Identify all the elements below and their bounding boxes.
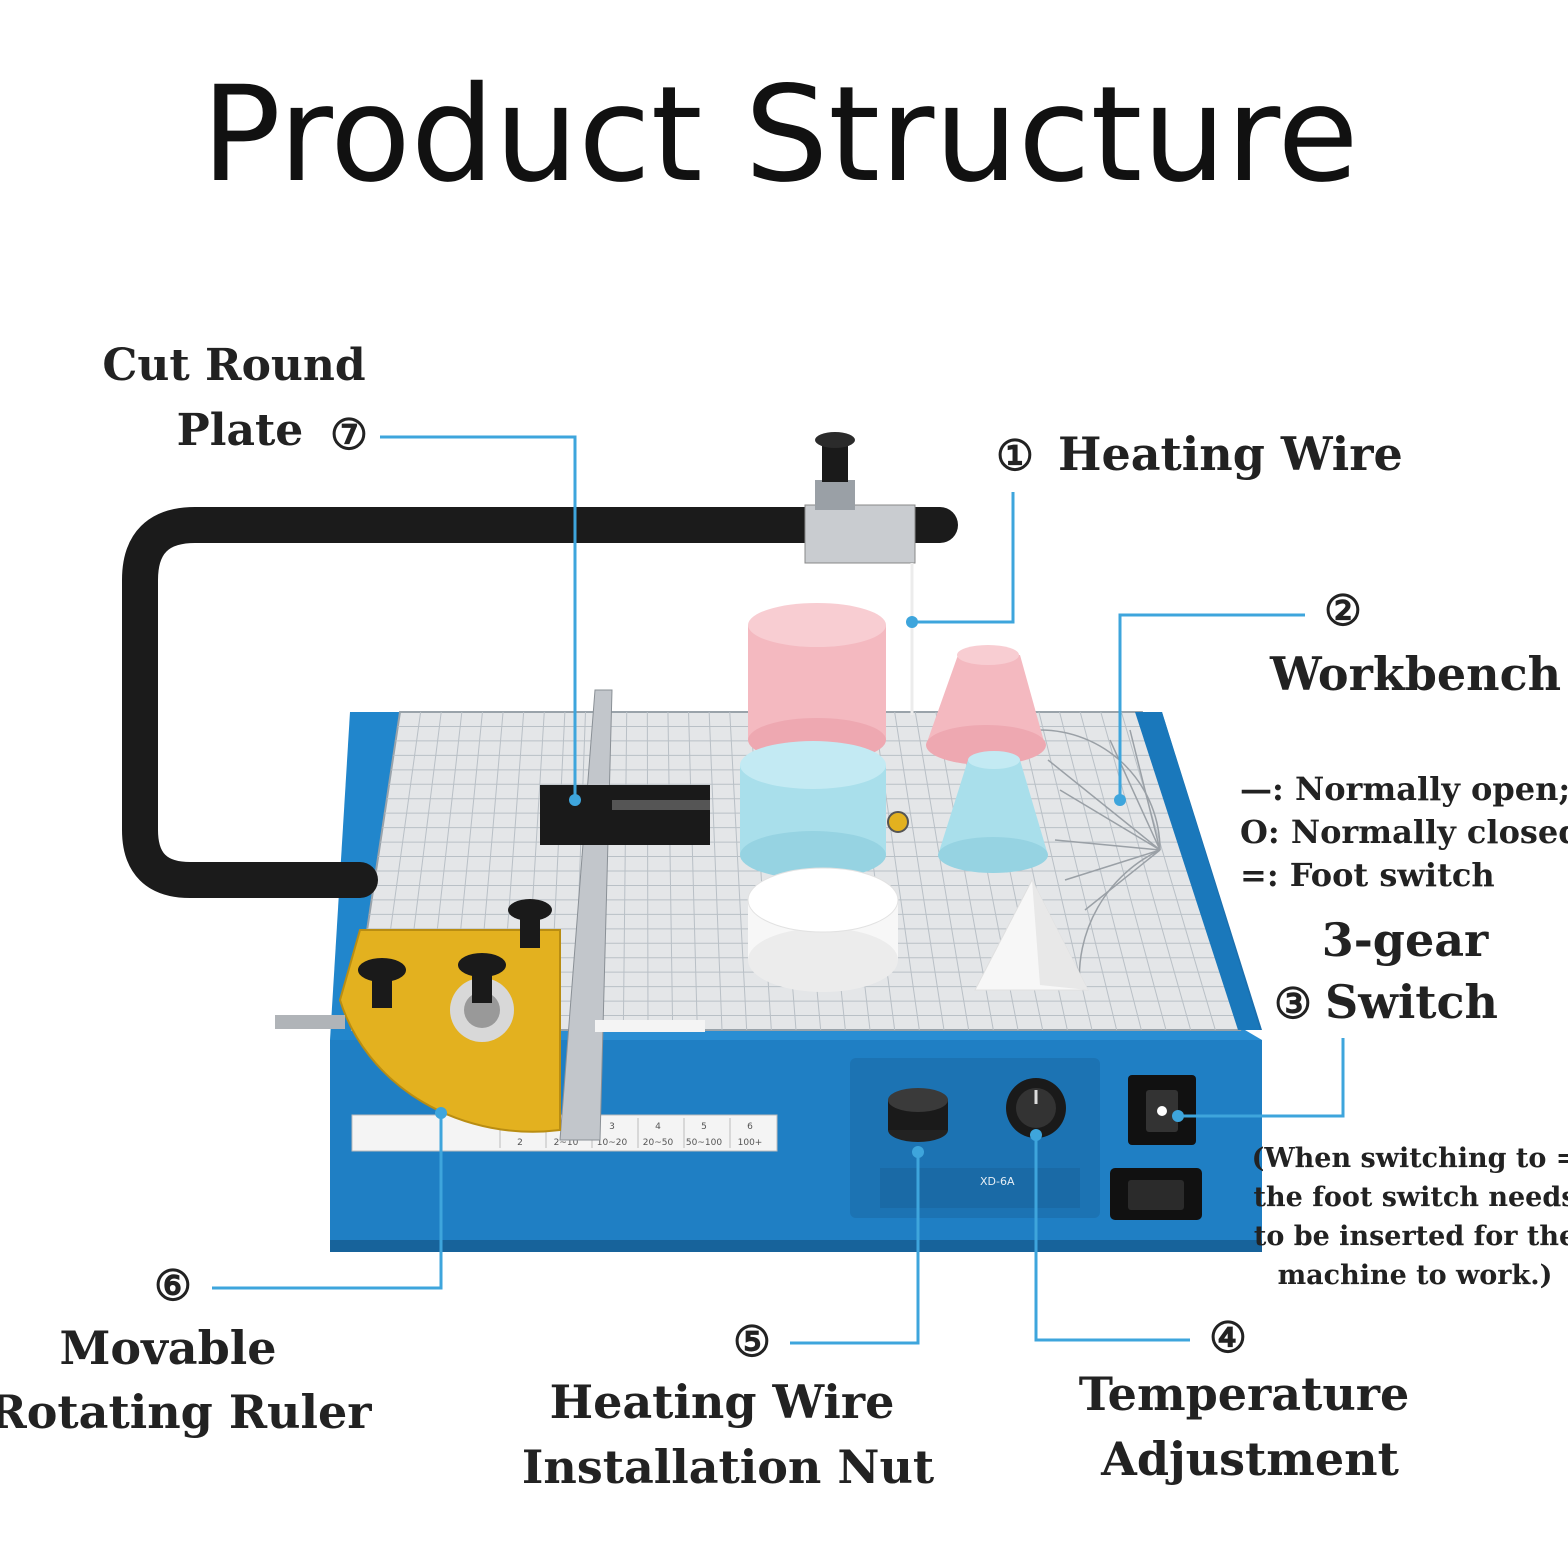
svg-text:3-gear: 3-gear <box>1322 913 1489 967</box>
svg-text:Movable: Movable <box>59 1321 276 1375</box>
label-cut-round-plate: Cut Round Plate ⑦ <box>102 340 367 459</box>
label-install-nut: ⑤ Heating Wire Installation Nut <box>522 1317 935 1494</box>
svg-text:machine to work.): machine to work.) <box>1278 1260 1553 1291</box>
foam-samples <box>740 603 1089 992</box>
ruler-knobs <box>358 899 552 1008</box>
guide-fence <box>540 689 710 1141</box>
number-1: ① <box>996 431 1034 480</box>
scale-mark: 3 <box>609 1122 615 1132</box>
scale-range: 100+ <box>738 1138 763 1148</box>
control-panel: XD-6A <box>850 1058 1202 1220</box>
svg-text:Cut Round: Cut Round <box>102 340 365 391</box>
svg-text:Temperature: Temperature <box>1079 1367 1410 1421</box>
label-heating-wire: ① Heating Wire <box>996 427 1403 481</box>
label-gear-switch: 3-gear ③ Switch <box>1274 913 1498 1029</box>
gear-switch-indicator <box>1157 1106 1167 1116</box>
svg-text:Adjustment: Adjustment <box>1100 1432 1399 1486</box>
scale-mark: 4 <box>655 1122 661 1132</box>
rotating-ruler-disc <box>275 899 561 1133</box>
model-plate: XD-6A <box>980 1175 1015 1188</box>
label-rotating-ruler: ⑥ Movable Rotating Ruler <box>0 1261 372 1439</box>
svg-text:Switch: Switch <box>1325 975 1498 1029</box>
svg-text:—: Normally open;: —: Normally open; <box>1240 770 1568 808</box>
switch-note: (When switching to = the foot switch nee… <box>1252 1143 1568 1291</box>
svg-text:(When switching to =: (When switching to = <box>1252 1143 1568 1174</box>
number-3: ③ <box>1274 979 1312 1028</box>
scale-range: 2~10 <box>554 1138 579 1148</box>
protractor-fan <box>1039 729 1161 991</box>
temperature-knob <box>1006 1078 1066 1138</box>
scale-range: 50~100 <box>686 1138 722 1148</box>
svg-text:Heating Wire: Heating Wire <box>550 1375 895 1429</box>
wire-arm <box>122 432 958 898</box>
svg-text:Plate: Plate <box>177 405 304 456</box>
leader-lines <box>212 435 1345 1345</box>
svg-text:Rotating Ruler: Rotating Ruler <box>0 1385 372 1439</box>
number-2: ② <box>1324 586 1362 635</box>
svg-text:O: Normally closed: O: Normally closed <box>1240 813 1568 851</box>
number-7: ⑦ <box>330 410 368 459</box>
scale-range: 10~20 <box>597 1138 628 1148</box>
svg-text:Workbench: Workbench <box>1269 647 1561 701</box>
scale-range: 20~50 <box>643 1138 674 1148</box>
svg-text:Installation Nut: Installation Nut <box>522 1440 935 1494</box>
scale-mark: 5 <box>701 1122 707 1132</box>
label-workbench: ② Workbench <box>1269 586 1561 701</box>
svg-text:to be inserted for the: to be inserted for the <box>1254 1221 1568 1252</box>
number-6: ⑥ <box>154 1261 192 1310</box>
install-nut-knob <box>888 1088 948 1142</box>
page-title: Product Structure <box>201 58 1358 212</box>
svg-text:Heating Wire: Heating Wire <box>1058 427 1403 481</box>
scale-range: 2 <box>517 1138 523 1148</box>
number-5: ⑤ <box>733 1317 771 1366</box>
switch-mode-legend: —: Normally open; O: Normally closed =: … <box>1240 770 1568 894</box>
svg-text:=: Foot switch: =: Foot switch <box>1240 856 1495 894</box>
label-temperature: ④ Temperature Adjustment <box>1079 1313 1410 1486</box>
scale-mark: 6 <box>747 1122 753 1132</box>
number-4: ④ <box>1209 1313 1247 1362</box>
svg-text:the foot switch needs: the foot switch needs <box>1254 1182 1568 1213</box>
